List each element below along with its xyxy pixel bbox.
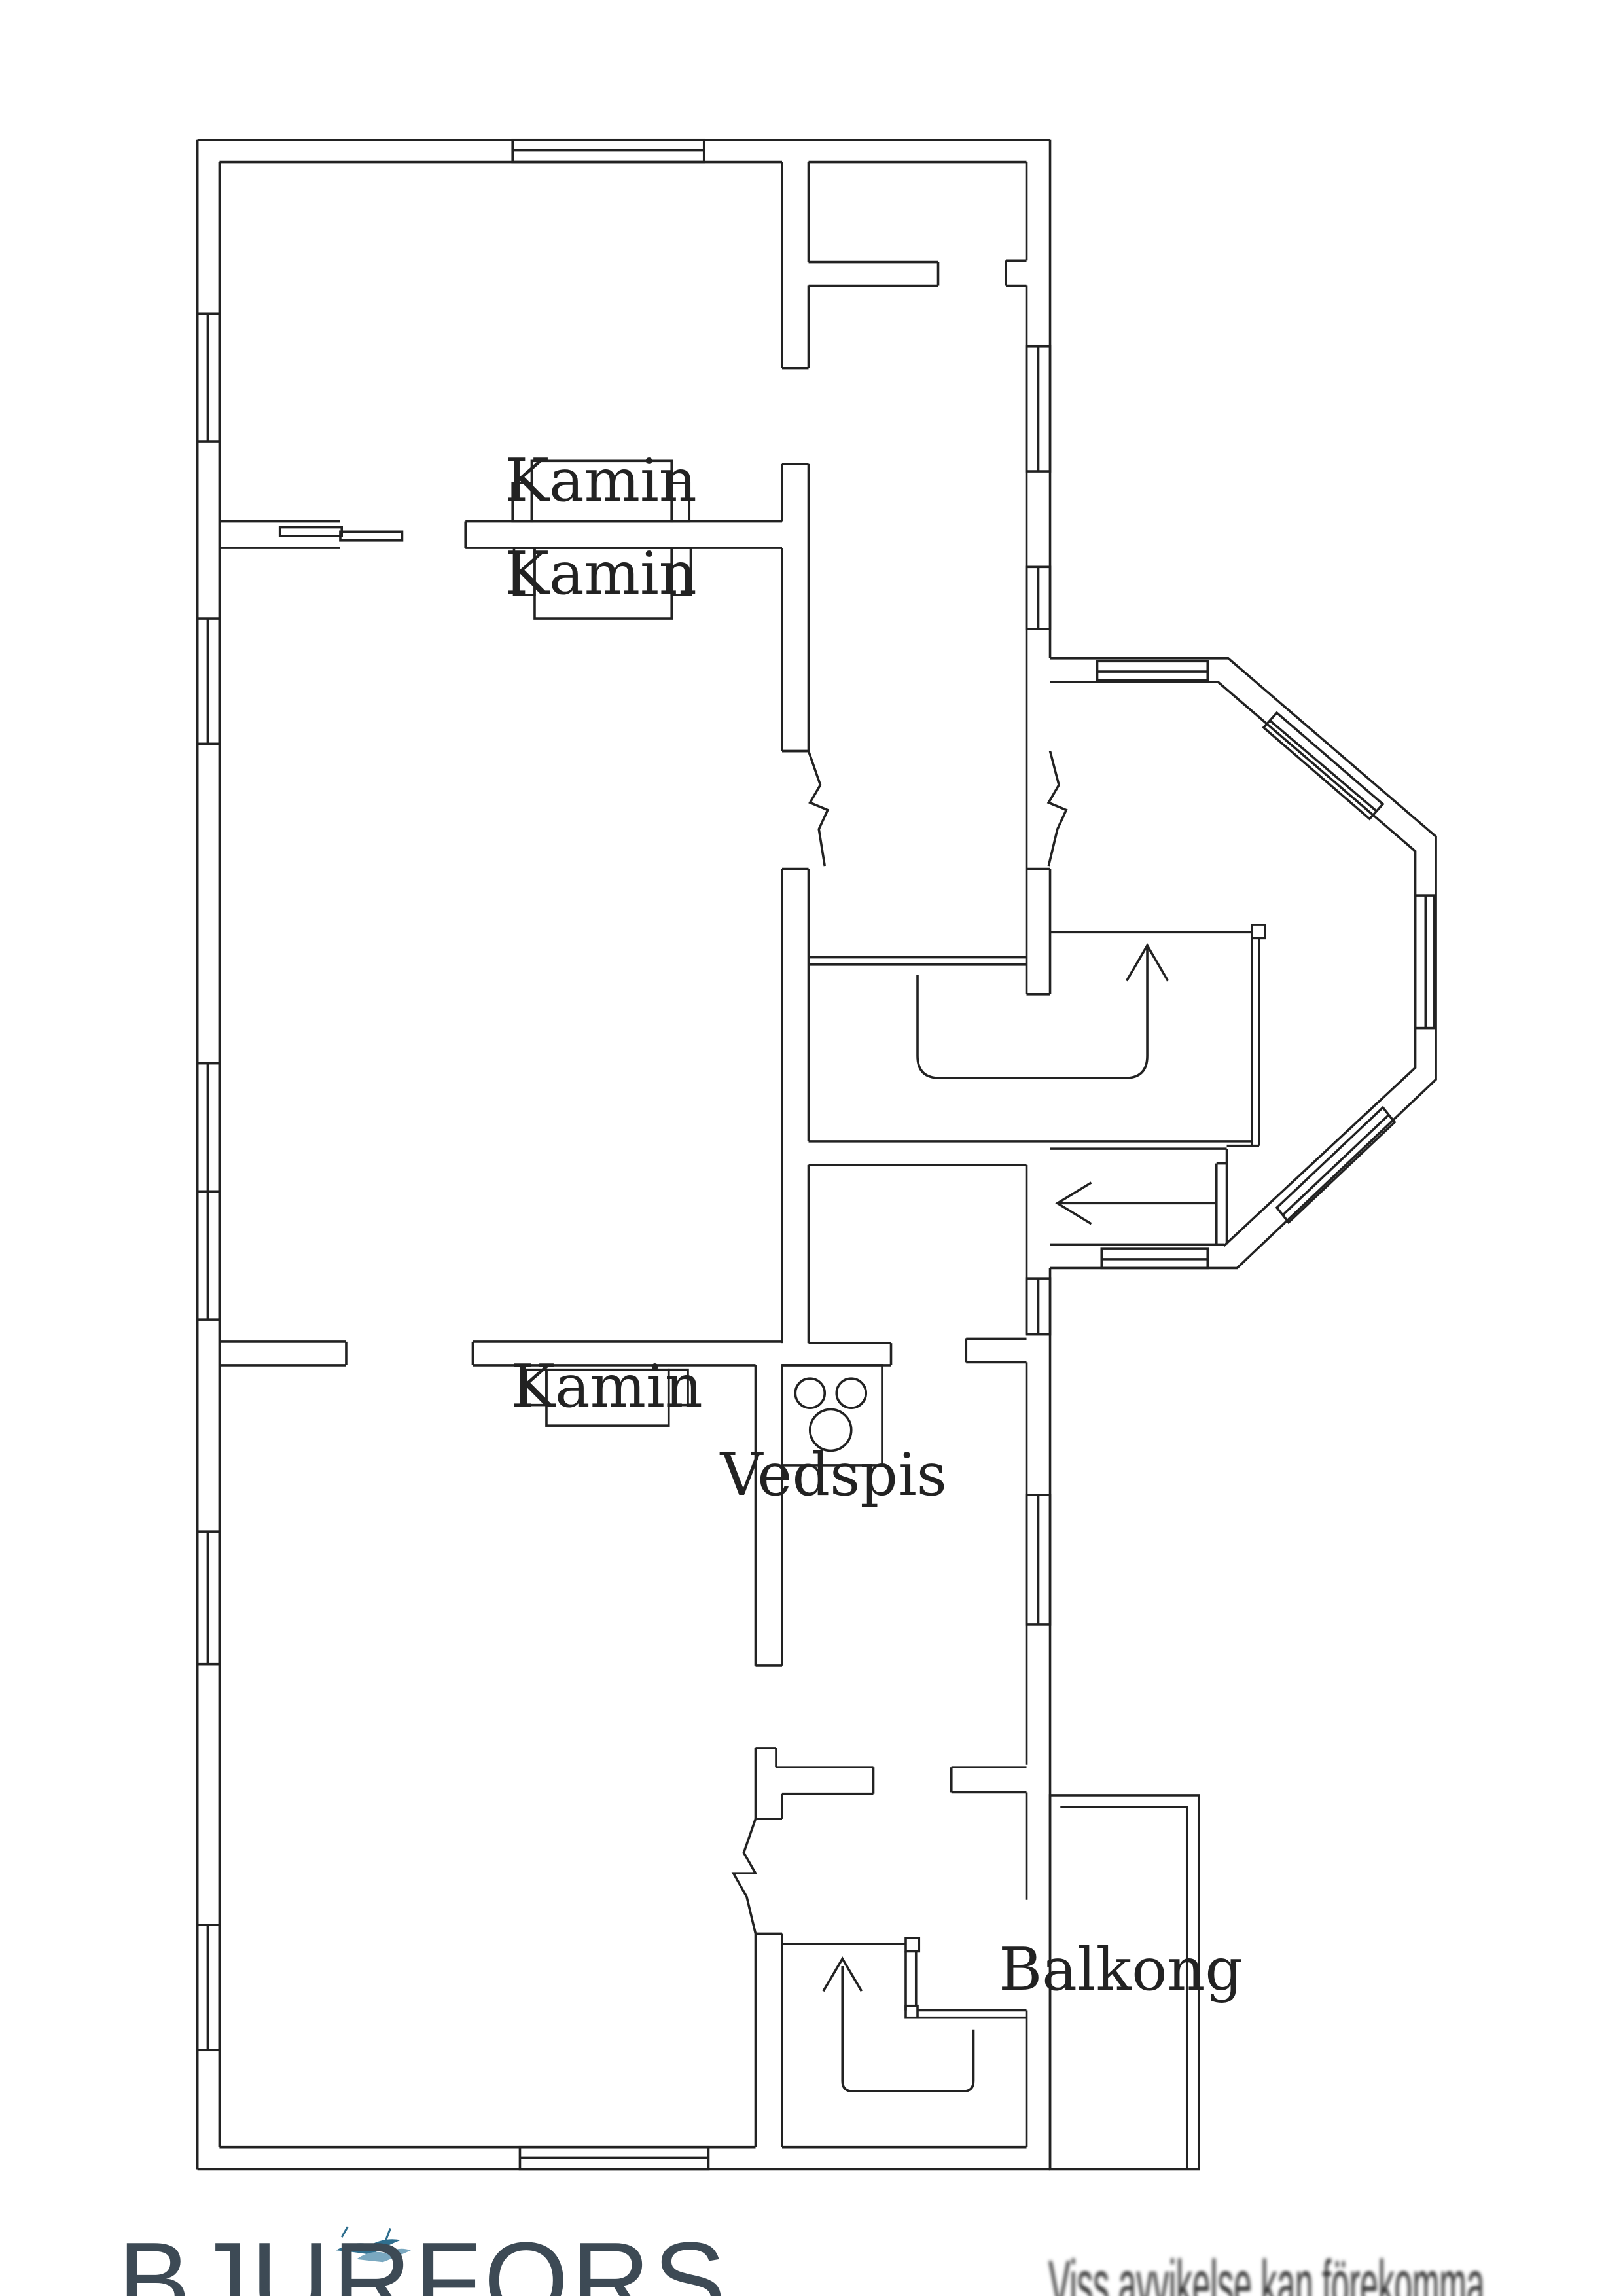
- bay-extension: [1050, 657, 1437, 1270]
- bird-logo-icon: [336, 2226, 411, 2263]
- fireplace-label-middle: Kamin: [505, 539, 697, 608]
- fireplace-label-bottom: Kamin: [511, 1352, 703, 1421]
- upper-right-walls: [781, 162, 1028, 869]
- wood-stove-label: Vedspis: [720, 1441, 947, 1509]
- fireplace-label-top: Kamin: [505, 446, 697, 515]
- balcony-label: Balkong: [999, 1935, 1243, 2004]
- windows: [196, 138, 1052, 2171]
- balcony: [1048, 1794, 1200, 2171]
- stair-area-upper: [808, 924, 1266, 1147]
- brand-name: BJURFORS: [118, 2220, 728, 2296]
- outer-walls: [196, 138, 1052, 2171]
- lower-walls: [731, 1747, 1028, 2147]
- wood-stove: [781, 1364, 883, 1467]
- stair-area-side: [1050, 1147, 1228, 1245]
- fireplace-blocks: [511, 459, 692, 1427]
- disclaimer-text: Viss avvikelse kan förekomma: [1048, 2246, 1484, 2296]
